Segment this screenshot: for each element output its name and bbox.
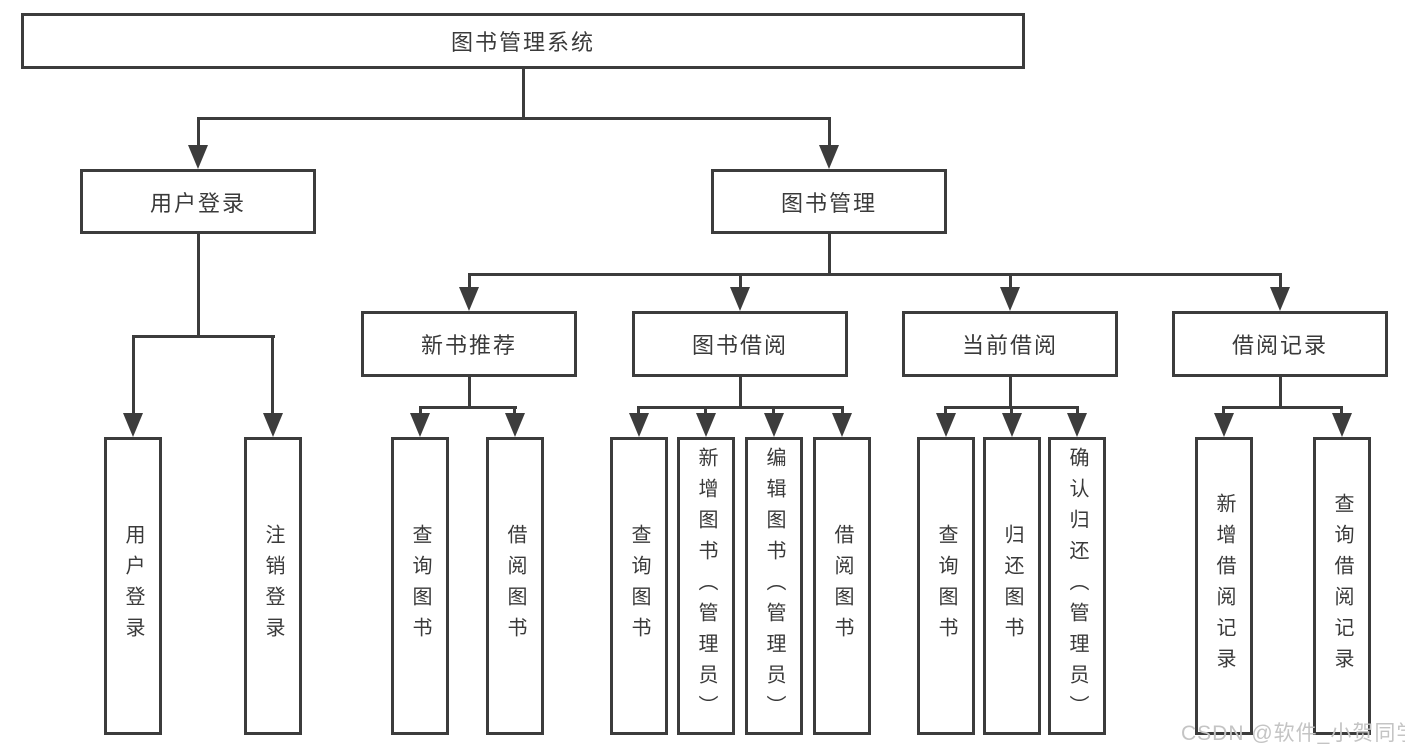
leaf-return-book: 归还图书	[983, 437, 1041, 735]
leaf-add-borrow-record: 新增借阅记录	[1195, 437, 1253, 735]
connector-drop-edit-book	[772, 406, 775, 418]
connector-drop-leaf-logout	[271, 335, 274, 417]
node-book-borrow-label: 图书借阅	[691, 333, 788, 358]
leaf-recommend-query-book-label: 查询图书	[409, 524, 431, 648]
leaf-borrow-query-book: 查询图书	[610, 437, 668, 735]
connector-drop-add-book	[704, 406, 707, 418]
arrowhead-current	[1000, 287, 1020, 311]
arrowhead-confirm-return	[1067, 413, 1087, 437]
arrowhead-query-record	[1332, 413, 1352, 437]
leaf-logout: 注销登录	[244, 437, 302, 735]
arrowhead-recommend	[459, 287, 479, 311]
leaf-edit-book-admin: 编辑图书（管理员）	[745, 437, 803, 735]
arrowhead-book-management	[819, 145, 839, 169]
arrowhead-leaf-user-login	[123, 413, 143, 437]
leaf-user-login-label: 用户登录	[122, 524, 144, 648]
connector-drop-recommend	[468, 273, 471, 293]
arrowhead-add-book	[696, 413, 716, 437]
arrowhead-borrow	[730, 287, 750, 311]
leaf-recommend-borrow-book: 借阅图书	[486, 437, 544, 735]
leaf-current-query-book: 查询图书	[917, 437, 975, 735]
leaf-confirm-return-admin: 确认归还（管理员）	[1048, 437, 1106, 735]
arrowhead-borrow-query	[629, 413, 649, 437]
connector-drop-add-record	[1222, 406, 1225, 418]
connector-drop-confirm-return	[1076, 406, 1079, 418]
leaf-edit-book-admin-label: 编辑图书（管理员）	[763, 446, 785, 726]
connector-drop-records	[1279, 273, 1282, 293]
arrowhead-leaf-logout	[263, 413, 283, 437]
leaf-add-borrow-record-label: 新增借阅记录	[1213, 493, 1235, 679]
arrowhead-return-book	[1002, 413, 1022, 437]
arrowhead-borrow-book	[832, 413, 852, 437]
arrowhead-user-login	[188, 145, 208, 169]
leaf-user-login: 用户登录	[104, 437, 162, 735]
connector-drop-current	[1009, 273, 1012, 293]
arrowhead-edit-book	[764, 413, 784, 437]
watermark: CSDN @软件_小贺同学	[1181, 722, 1405, 745]
connector-recommend-hline	[419, 406, 517, 409]
node-borrow-records: 借阅记录	[1172, 311, 1388, 377]
arrowhead-recommend-query	[410, 413, 430, 437]
node-book-management: 图书管理	[711, 169, 947, 234]
node-root-label: 图书管理系统	[450, 30, 595, 55]
connector-drop-borrow-book	[841, 406, 844, 418]
connector-borrow-hline	[637, 406, 844, 409]
connector-drop-query-record	[1340, 406, 1343, 418]
connector-drop-return-book	[1010, 406, 1013, 418]
connector-drop-leaf-user-login	[132, 335, 135, 417]
node-current-borrow: 当前借阅	[902, 311, 1118, 377]
arrowhead-add-record	[1214, 413, 1234, 437]
leaf-recommend-query-book: 查询图书	[391, 437, 449, 735]
connector-manage-vline	[828, 234, 831, 276]
node-current-borrow-label: 当前借阅	[961, 333, 1058, 358]
connector-drop-borrow-query	[637, 406, 640, 418]
node-new-book-recommend-label: 新书推荐	[420, 333, 517, 358]
connector-records-hline	[1222, 406, 1343, 409]
node-book-management-label: 图书管理	[780, 190, 877, 216]
leaf-add-book-admin: 新增图书（管理员）	[677, 437, 735, 735]
leaf-add-book-admin-label: 新增图书（管理员）	[695, 446, 717, 726]
connector-drop-recommend-borrow	[513, 406, 516, 418]
node-book-borrow: 图书借阅	[632, 311, 848, 377]
connector-login-hline	[132, 335, 275, 338]
leaf-query-borrow-record: 查询借阅记录	[1313, 437, 1371, 735]
connector-current-vline	[1009, 377, 1012, 408]
leaf-borrow-query-book-label: 查询图书	[628, 524, 650, 648]
node-root: 图书管理系统	[21, 13, 1025, 69]
connector-borrow-vline	[739, 377, 742, 408]
connector-drop-recommend-query	[419, 406, 422, 418]
leaf-logout-label: 注销登录	[262, 524, 284, 648]
node-user-login-label: 用户登录	[149, 190, 246, 216]
connector-records-vline	[1279, 377, 1282, 408]
node-new-book-recommend: 新书推荐	[361, 311, 577, 377]
arrowhead-recommend-borrow	[505, 413, 525, 437]
connector-drop-borrow	[739, 273, 742, 293]
node-user-login: 用户登录	[80, 169, 316, 234]
connector-root-vline	[522, 69, 525, 119]
leaf-borrow-book-label: 借阅图书	[831, 524, 853, 648]
leaf-return-book-label: 归还图书	[1001, 524, 1023, 648]
node-borrow-records-label: 借阅记录	[1231, 333, 1328, 358]
arrowhead-current-query	[936, 413, 956, 437]
connector-login-vline	[197, 234, 200, 338]
connector-drop-current-query	[944, 406, 947, 418]
connector-root-hline	[197, 117, 831, 120]
arrowhead-records	[1270, 287, 1290, 311]
connector-drop-book-management	[828, 117, 831, 149]
connector-recommend-vline	[468, 377, 471, 408]
leaf-query-borrow-record-label: 查询借阅记录	[1331, 493, 1353, 679]
leaf-confirm-return-admin-label: 确认归还（管理员）	[1066, 446, 1088, 726]
leaf-current-query-book-label: 查询图书	[935, 524, 957, 648]
connector-drop-user-login	[197, 117, 200, 149]
leaf-borrow-book: 借阅图书	[813, 437, 871, 735]
leaf-recommend-borrow-book-label: 借阅图书	[504, 524, 526, 648]
connector-manage-hline	[468, 273, 1282, 276]
